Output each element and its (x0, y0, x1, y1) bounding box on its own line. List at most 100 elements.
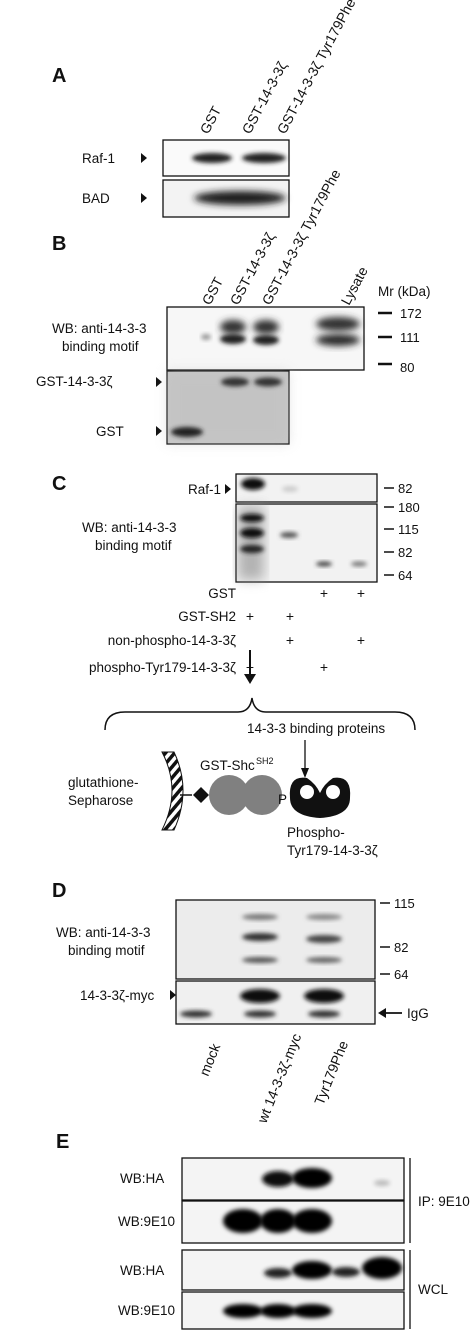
panel-b-wb-label: binding motif (62, 339, 139, 354)
binding-groove (326, 785, 340, 799)
panel-a: A GST GST-14-3-3ζ GST-14-3-3ζ Tyr179Phe … (52, 0, 359, 218)
arrowhead-icon (225, 484, 231, 494)
panel-c-condition-sign: + (246, 608, 254, 624)
panel-c-condition-sign: + (357, 632, 365, 648)
panel-c-conditions: GST + + GST-SH2 + + non-phospho-14-3-3ζ + + phosp… (89, 585, 365, 675)
panel-a-row-label: BAD (82, 191, 110, 206)
schematic-bead-label: glutathione- (68, 775, 139, 790)
schematic-phospho-label: Phospho- (287, 825, 345, 840)
panel-d-marker: 64 (394, 967, 408, 982)
blot-band (242, 153, 286, 163)
blot-band (223, 1304, 263, 1318)
panel-c-condition-sign: + (357, 585, 365, 601)
blot-band (374, 1180, 390, 1186)
panel-c-condition-label: GST (208, 586, 236, 601)
panel-d-lane-label: mock (196, 1040, 224, 1078)
blot-band (262, 1171, 294, 1187)
panel-c-condition-sign: + (320, 585, 328, 601)
arrowhead-icon (156, 377, 162, 387)
panel-c-marker: 82 (398, 545, 412, 560)
blot-band (362, 1257, 402, 1279)
panel-c-condition-label: non-phospho-14-3-3ζ (108, 633, 236, 648)
blot-band (292, 1209, 332, 1233)
panel-c-marker: 82 (398, 481, 412, 496)
blot-band (332, 1267, 360, 1277)
panel-e: E WB:HA WB:9E10 IP: 9E10 WB:HA WB:9E10 W… (56, 1131, 470, 1330)
panel-c-condition-label: GST-SH2 (178, 609, 236, 624)
blot-band (242, 914, 278, 920)
blot-band (264, 1268, 292, 1278)
panel-c: C Raf-1 82 WB: anti-14-3-3 binding motif… (52, 473, 420, 858)
panel-d-myc-label: 14-3-3ζ-myc (80, 988, 154, 1003)
pointer-arrowhead-icon (301, 768, 309, 778)
panel-b-mr-header: Mr (kDa) (378, 284, 431, 299)
panel-d-blot-myc (175, 980, 376, 1025)
panel-d-marker: 115 (394, 896, 415, 911)
panel-e-row-label: WB:9E10 (118, 1303, 175, 1318)
blot-band (306, 914, 342, 920)
blot-band (304, 989, 344, 1003)
sepharose-bead-icon (161, 751, 184, 831)
blot-band (306, 935, 342, 943)
panel-a-row-label: Raf-1 (82, 151, 115, 166)
panel-c-marker: 64 (398, 568, 412, 583)
down-arrowhead-icon (244, 674, 256, 684)
panel-c-condition-label: phospho-Tyr179-14-3-3ζ (89, 660, 236, 675)
blot-band (316, 334, 360, 346)
panel-d-lane-label: wt 14-3-3ζ-myc (254, 1031, 305, 1126)
gst-diamond-icon (193, 787, 209, 803)
blot-band (308, 1010, 340, 1018)
panel-c-condition-sign: + (320, 659, 328, 675)
blot-band (351, 561, 367, 567)
panel-d-wb-label: binding motif (68, 943, 145, 958)
arrowhead-icon (156, 426, 162, 436)
brace-icon (104, 697, 416, 731)
panel-b-lane-label: GST (199, 274, 227, 307)
binding-groove (300, 785, 314, 799)
blot-band (192, 153, 232, 163)
panel-d-marker: 82 (394, 940, 408, 955)
gel-band (171, 427, 203, 437)
schematic-binding-proteins: 14-3-3 binding proteins (247, 721, 385, 736)
panel-b-marker: 80 (400, 360, 414, 375)
blot-band (306, 957, 342, 963)
panel-d: D WB: anti-14-3-3 binding motif 115 82 6… (52, 880, 429, 1126)
blot-band (253, 320, 279, 334)
blot-band (316, 561, 332, 567)
panel-b-wb-label: WB: anti-14-3-3 (52, 321, 147, 336)
panel-c-wb-label: WB: anti-14-3-3 (82, 520, 177, 535)
panel-c-marker: 115 (398, 522, 419, 537)
panel-c-condition-sign: + (286, 608, 294, 624)
blot-band (282, 486, 298, 492)
panel-c-wb-label: binding motif (95, 538, 172, 553)
blot-band (260, 1209, 296, 1233)
blot-band (194, 191, 286, 205)
blot-band (240, 545, 264, 553)
panel-b-marker: 172 (400, 306, 422, 321)
panel-d-letter: D (52, 880, 66, 902)
panel-b-gel-label: GST (96, 424, 124, 439)
blot-band (223, 1209, 263, 1233)
blot-band (220, 334, 246, 344)
schematic-shc-label: GST-Shc (200, 758, 255, 773)
schematic-phospho-label: Tyr179-14-3-3ζ (287, 843, 378, 858)
blot-band (180, 1010, 212, 1018)
igg-arrowhead-icon (378, 1008, 386, 1018)
panel-b-lane-label: Lysate (338, 264, 371, 308)
blot-band (292, 1304, 332, 1318)
blot-band (240, 528, 264, 538)
arrowhead-icon (141, 193, 147, 203)
panel-d-igg-label: IgG (407, 1006, 429, 1021)
panel-b-gel-label: GST-14-3-3ζ (36, 374, 113, 389)
schematic-bead-label: Sepharose (68, 793, 133, 808)
panel-d-wb-label: WB: anti-14-3-3 (56, 925, 151, 940)
panel-e-letter: E (56, 1131, 69, 1153)
panel-d-blot-wb (175, 899, 376, 980)
blot-band (242, 957, 278, 963)
blot-band (220, 320, 246, 334)
panel-e-row-label: WB:HA (120, 1263, 164, 1278)
blot-band (316, 317, 360, 331)
panel-b-marker: 111 (400, 330, 420, 345)
panel-e-row-label: WB:HA (120, 1171, 164, 1186)
